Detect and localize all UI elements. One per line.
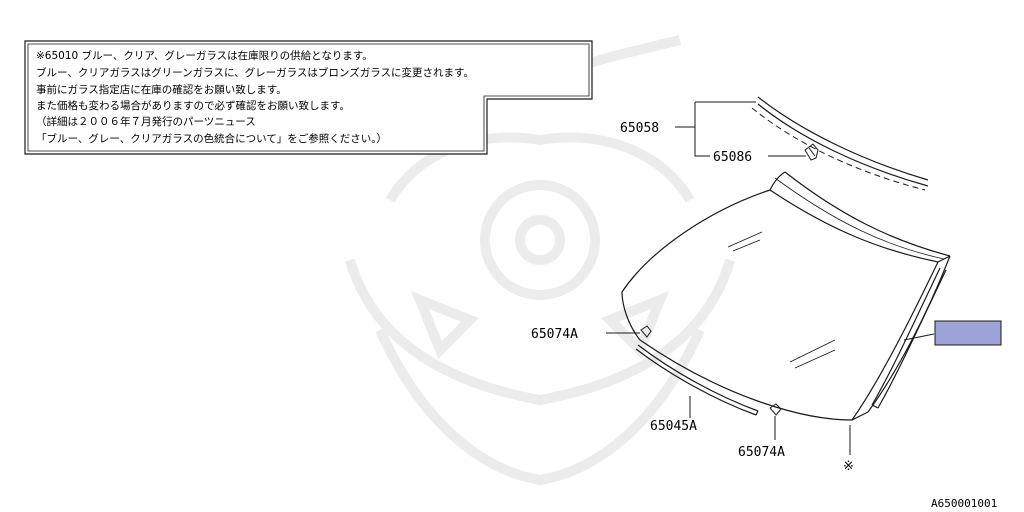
notice-line-1: ※65010 ブルー、クリア、グレーガラスは在庫限りの供給となります。	[36, 49, 373, 62]
retainer-clip-icon	[804, 143, 819, 161]
callout-65074a-bottom: 65074A	[738, 445, 785, 460]
clip-65074a-left-icon	[640, 325, 652, 338]
highlight-box[interactable]	[934, 320, 1002, 346]
side-molding-strip	[871, 267, 947, 409]
glass-reflection-marks	[727, 231, 836, 369]
callout-65074a-left: 65074A	[531, 327, 578, 342]
callout-65058: 65058	[620, 121, 659, 136]
upper-molding-strip	[751, 96, 929, 191]
watermark-emblem	[345, 35, 735, 486]
notice-line-3: 事前にガラス指定店に在庫の確認をお願い致します。	[36, 83, 287, 96]
notice-line-6: 「ブルー、グレー、クリアガラスの色統合について」をご参照ください。）	[36, 132, 387, 145]
callout-65058-leader	[675, 101, 756, 157]
diagram-reference-number: A650001001	[931, 497, 997, 510]
highlight-leader	[903, 333, 935, 341]
notice-line-2: ブルー、クリアガラスはグリーンガラスに、グレーガラスはブロンズガラスに変更されま…	[36, 66, 474, 79]
notice-box: ※65010 ブルー、クリア、グレーガラスは在庫限りの供給となります。 ブルー、…	[24, 40, 593, 155]
notice-line-4: また価格も変わる場合がありますので必ず確認をお願い致します。	[36, 99, 350, 112]
windshield-glass	[621, 171, 951, 421]
lower-molding-strip	[635, 344, 759, 416]
callout-65086: 65086	[713, 150, 752, 165]
clip-65074a-bottom-icon	[769, 403, 782, 416]
notice-line-5: （詳細は２００６年７月発行のパーツニュース	[36, 115, 256, 128]
asterisk-mark: ※	[843, 459, 854, 474]
callout-65045a: 65045A	[650, 419, 697, 434]
